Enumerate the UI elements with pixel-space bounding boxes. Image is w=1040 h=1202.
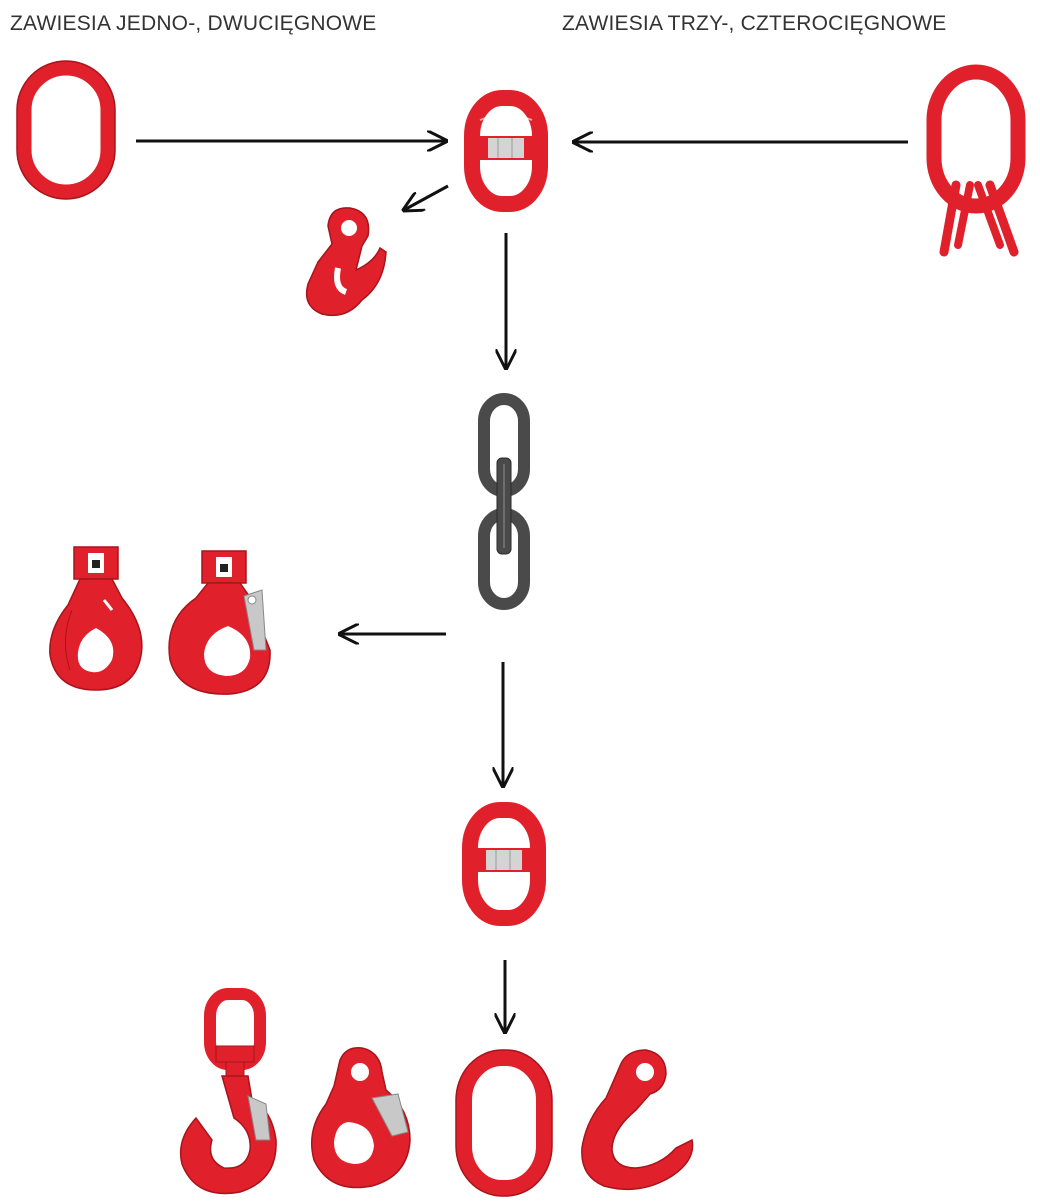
connecting-link-icon [464,90,548,212]
master-link-assembly-icon [926,64,1026,257]
arrows [136,141,908,1032]
arrow-to-eye-hook [404,184,449,210]
eye-foundry-hook-icon [581,1049,694,1191]
heading-three-four-leg: ZAWIESIA TRZY-, CZTEROCIĘGNOWE [562,12,947,35]
connecting-link-icon [462,802,546,926]
oval-master-link-icon [16,60,116,200]
eye-hook-icon [305,207,387,317]
oval-link-icon [455,1049,553,1197]
eye-sling-hook-with-latch-icon [311,1047,411,1189]
clevis-sling-hook-icon [168,550,271,695]
heading-single-double-leg: ZAWIESIA JEDNO-, DWUCIĘGNOWE [10,12,377,35]
clevis-safety-hook-icon [49,546,143,691]
swivel-safety-hook-icon [179,988,277,1195]
chain-icon [478,393,530,610]
